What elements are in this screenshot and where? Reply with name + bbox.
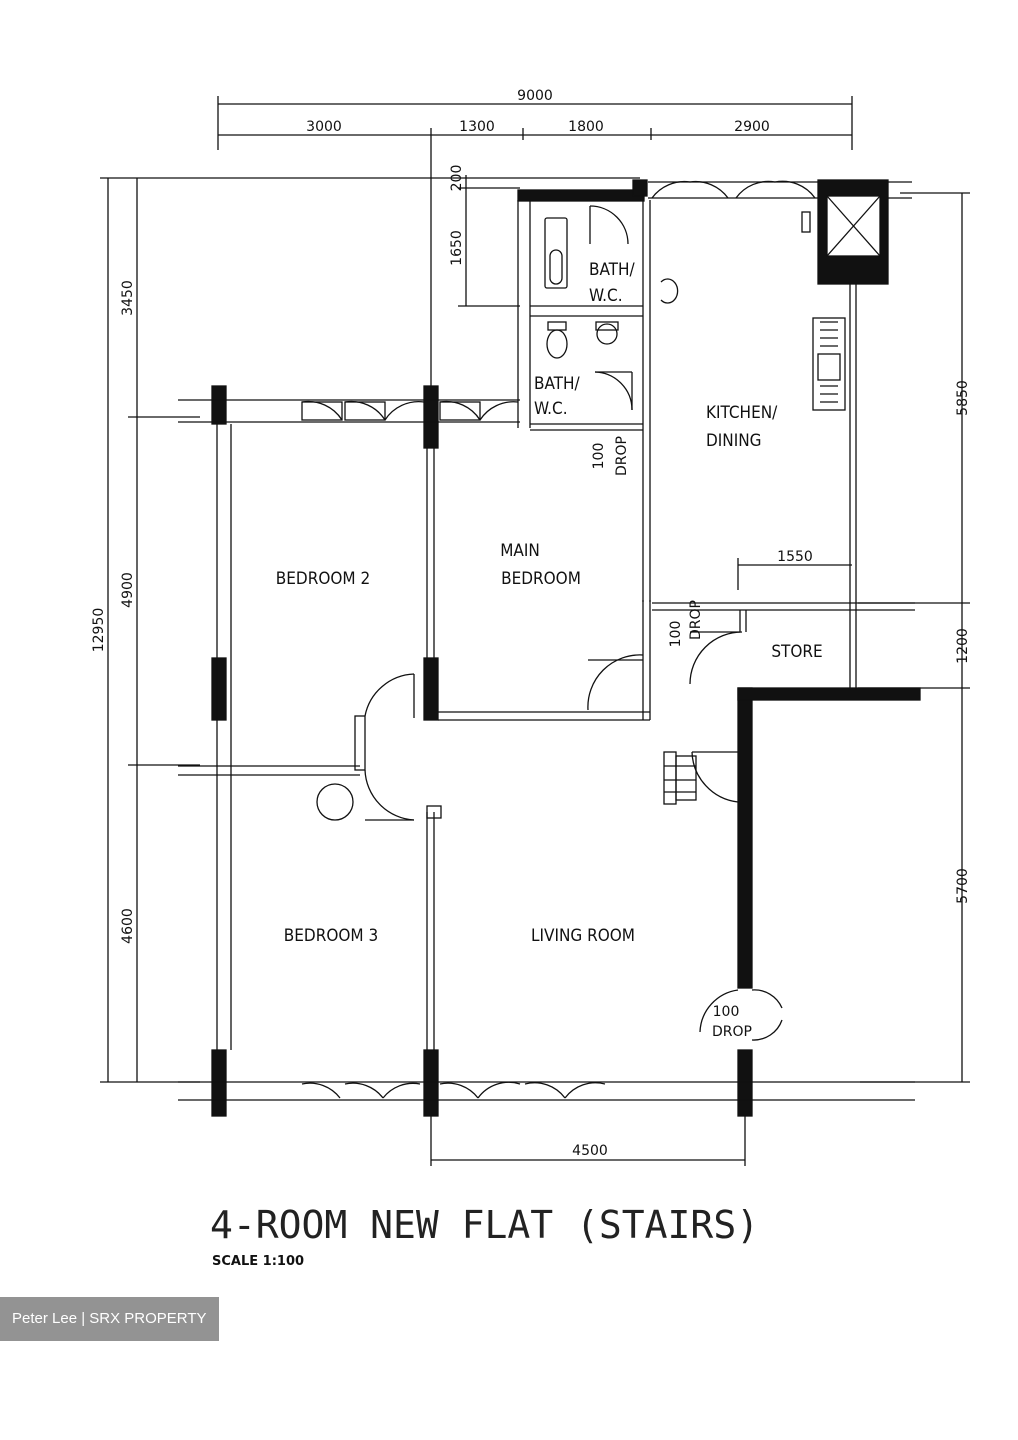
room-bath-upper-line1: BATH/	[589, 260, 635, 280]
drop-1-value: 100	[591, 443, 607, 470]
plan-title: 4-ROOM NEW FLAT (STAIRS)	[210, 1203, 759, 1247]
dim-bath-offset: 200	[449, 165, 465, 192]
room-bath-lower-line2: W.C.	[534, 399, 568, 419]
dim-left-total: 12950	[91, 608, 107, 653]
drop-3-value: 100	[713, 1004, 740, 1020]
room-bath-upper-line2: W.C.	[589, 286, 623, 306]
dim-left-seg-1: 3450	[120, 280, 136, 316]
drop-3-label: DROP	[712, 1024, 752, 1040]
dim-top-seg-2: 1300	[459, 119, 495, 135]
dim-top-seg-3: 1800	[568, 119, 604, 135]
fixtures	[316, 211, 846, 821]
dim-left-seg-2: 4900	[120, 572, 136, 608]
drop-1-label: DROP	[614, 436, 630, 476]
room-kitchen-line2: DINING	[706, 431, 762, 451]
dim-bottom: 4500	[572, 1143, 608, 1159]
drop-2-label: DROP	[688, 600, 704, 640]
room-store: STORE	[771, 642, 822, 662]
drop-2-value: 100	[668, 621, 684, 648]
room-main-bedroom-line1: MAIN	[500, 541, 540, 561]
drop-labels: 100 DROP 100 DROP 100 DROP	[591, 436, 752, 1040]
walls	[178, 179, 921, 1117]
watermark: Peter Lee | SRX PROPERTY	[0, 1297, 219, 1341]
plan-scale: SCALE 1:100	[212, 1254, 304, 1269]
dim-top-seg-1: 3000	[306, 119, 342, 135]
room-main-bedroom-line2: BEDROOM	[501, 569, 581, 589]
doors-windows	[301, 180, 816, 1099]
room-bedroom-3: BEDROOM 3	[284, 926, 378, 946]
dim-top-seg-4: 2900	[734, 119, 770, 135]
room-bedroom-2: BEDROOM 2	[276, 569, 370, 589]
dim-top-total: 9000	[517, 88, 553, 104]
dim-right-seg-1: 5850	[955, 380, 971, 416]
dim-right-seg-2: 1200	[955, 628, 971, 664]
room-living: LIVING ROOM	[531, 926, 635, 946]
room-kitchen-line1: KITCHEN/	[706, 403, 778, 423]
dimension-lines	[100, 96, 970, 1166]
dim-left-seg-3: 4600	[120, 908, 136, 944]
dim-store-width: 1550	[777, 549, 813, 565]
dimension-labels: 9000 3000 1300 1800 2900 12950 3450 4900…	[91, 88, 971, 1159]
dim-bath-depth: 1650	[449, 230, 465, 266]
room-labels: BATH/ W.C. BATH/ W.C. KITCHEN/ DINING BE…	[276, 260, 823, 946]
room-bath-lower-line1: BATH/	[534, 374, 580, 394]
dim-right-seg-3: 5700	[955, 868, 971, 904]
